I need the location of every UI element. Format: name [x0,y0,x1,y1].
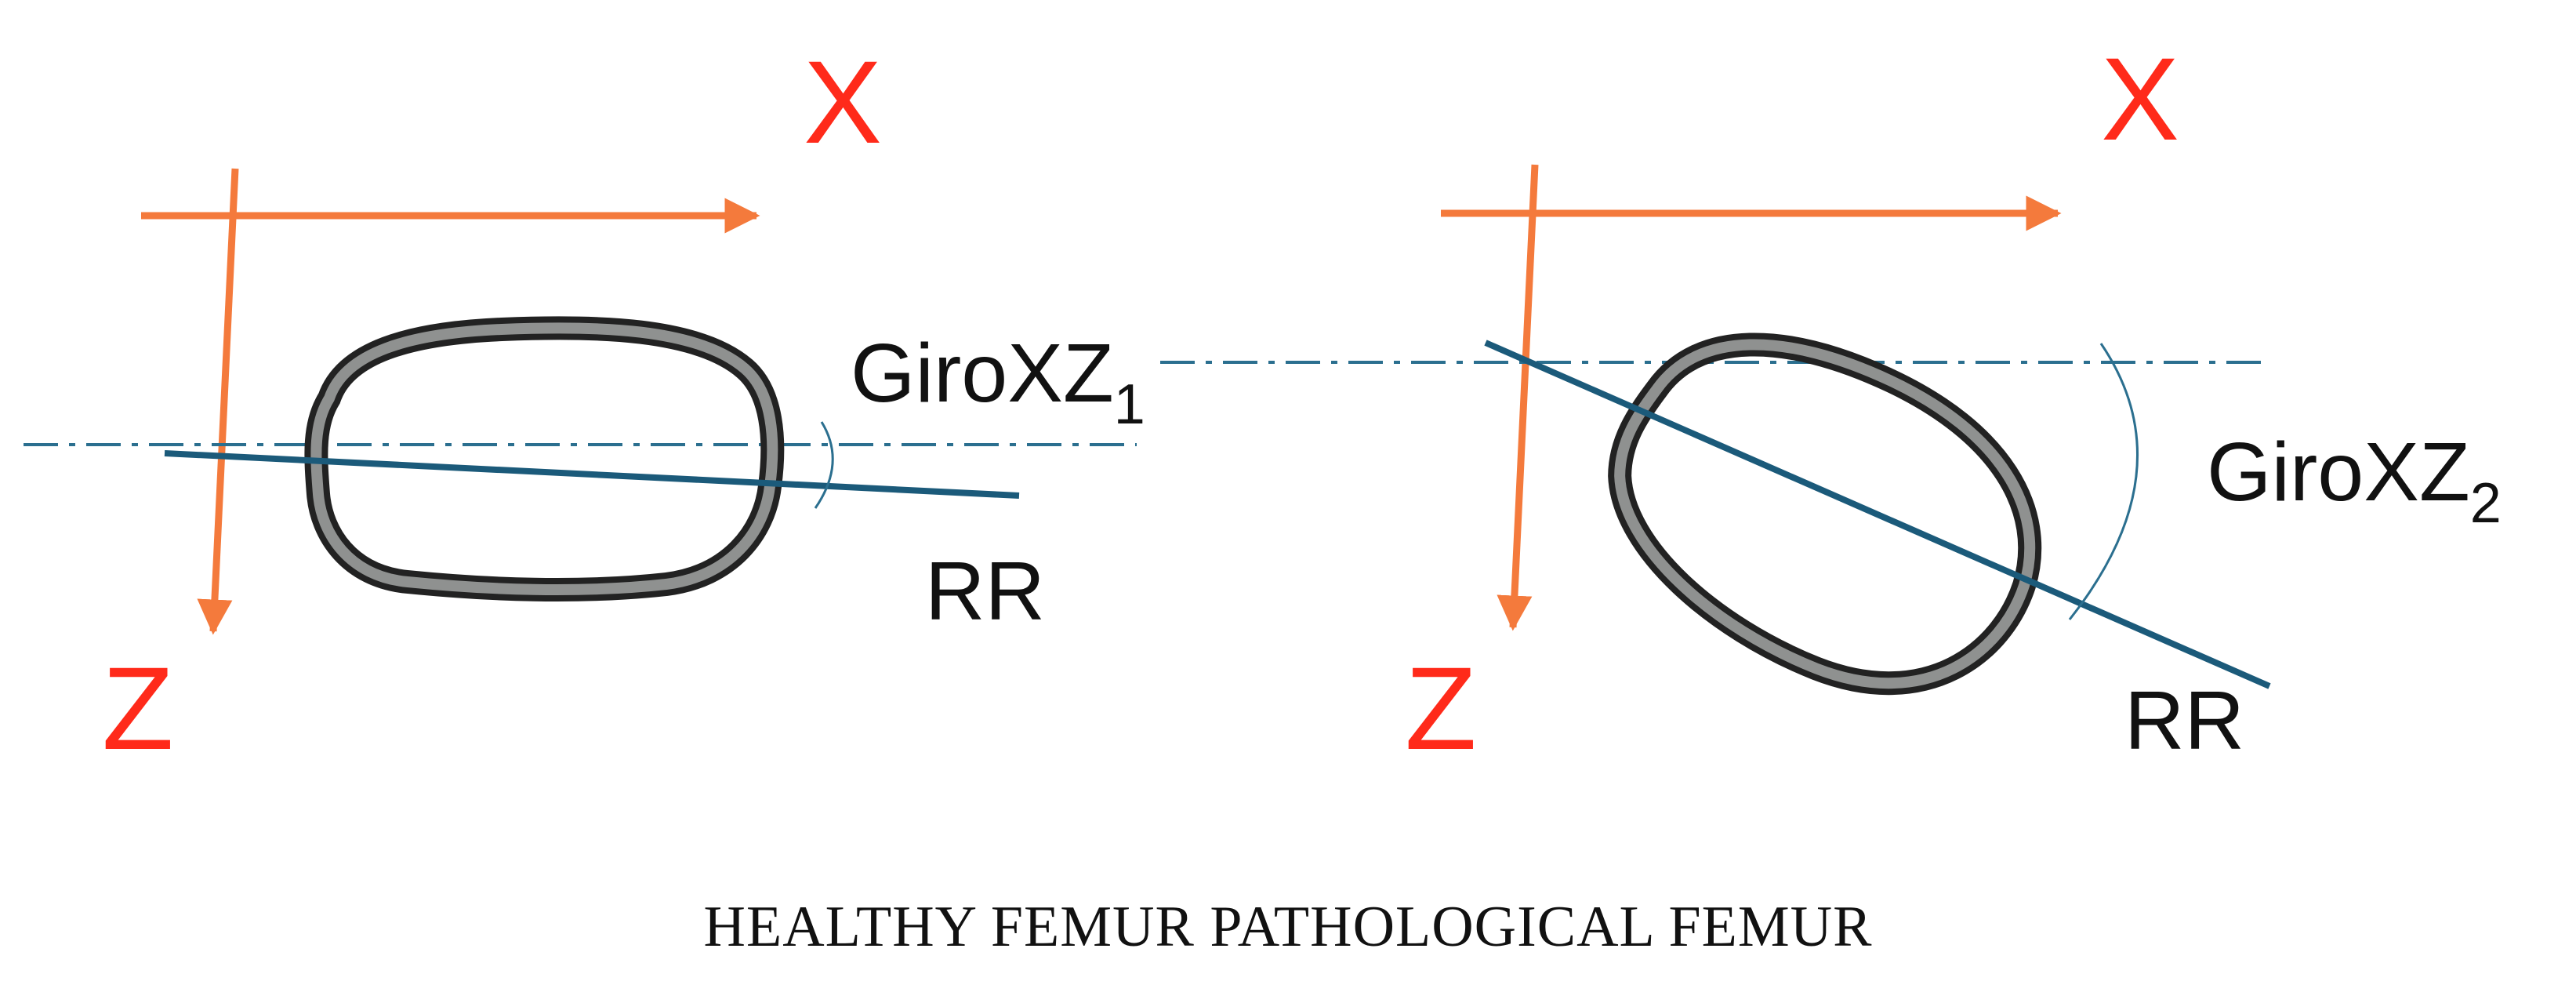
rotation-angle-arc [814,421,834,509]
rotation-angle-arc [2068,343,2139,620]
femur-cross-section-inner [310,322,778,596]
rr-label: RR [2124,674,2244,767]
pathological-femur-panel: X Z GiroXZ2 RR [1160,33,2502,774]
femur-cross-section [304,316,785,602]
rr-line [1484,340,2271,689]
angle-label: GiroXZ1 [851,327,1145,436]
z-axis-label: Z [102,642,174,774]
figure-caption: HEALTHY FEMUR PATHOLOGICAL FEMUR [703,895,1873,959]
z-axis-label: Z [1405,642,1477,774]
x-axis-label: X [2101,33,2179,165]
angle-label: GiroXZ2 [2207,426,2502,535]
rr-label: RR [925,545,1045,638]
healthy-femur-panel: X Z GiroXZ1 RR [24,36,1145,774]
z-axis-arrow [1497,164,1539,631]
rr-line [164,450,1020,499]
x-axis-label: X [804,36,882,168]
z-axis-arrow [197,168,239,635]
femur-cross-section-inner [1614,339,2036,689]
